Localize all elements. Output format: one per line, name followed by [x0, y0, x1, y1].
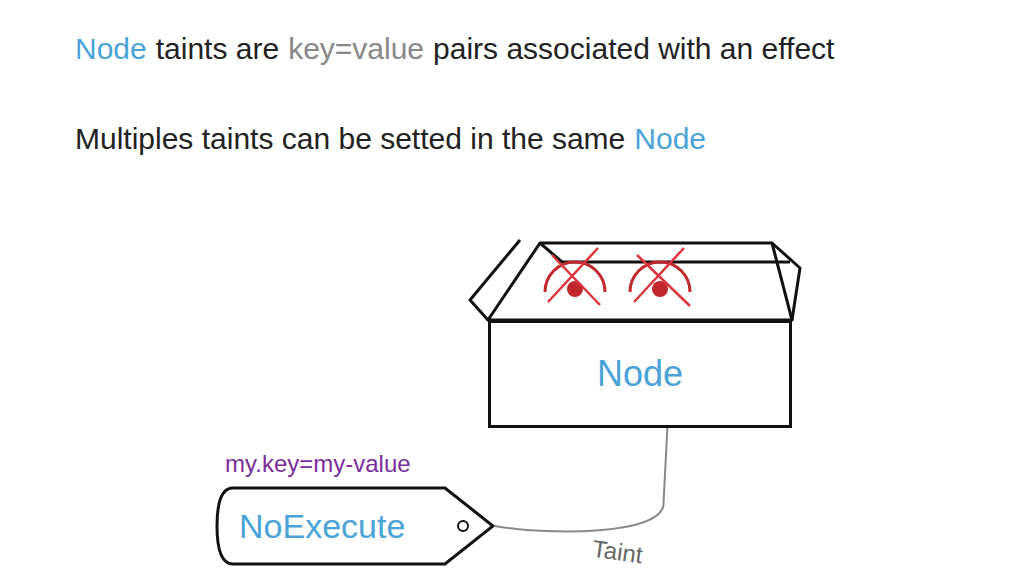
heading-line: Multiples taints can be setted in the sa…: [75, 122, 706, 156]
node-box: Node: [488, 320, 792, 428]
heading-text: pairs associated with an effect: [433, 32, 834, 66]
heading-text: Node: [634, 122, 706, 156]
heading-text: Node: [75, 32, 147, 66]
edge-label: Taint: [588, 534, 646, 569]
taint-key-value: my.key=my-value: [225, 450, 411, 478]
heading-text: Multiples taints can be setted in the sa…: [75, 122, 625, 156]
heading-text: taints are: [156, 32, 279, 66]
taint-string: [495, 428, 667, 531]
taint-tag: my.key=my-valueNoExecute: [215, 486, 495, 566]
evicted-pod: [545, 248, 605, 305]
heading-text: key=value: [288, 32, 424, 66]
evicted-pod: [630, 248, 690, 306]
heading-line: Node taints are key=value pairs associated …: [75, 32, 834, 66]
taint-effect: NoExecute: [239, 507, 405, 546]
node-label: Node: [597, 353, 683, 395]
